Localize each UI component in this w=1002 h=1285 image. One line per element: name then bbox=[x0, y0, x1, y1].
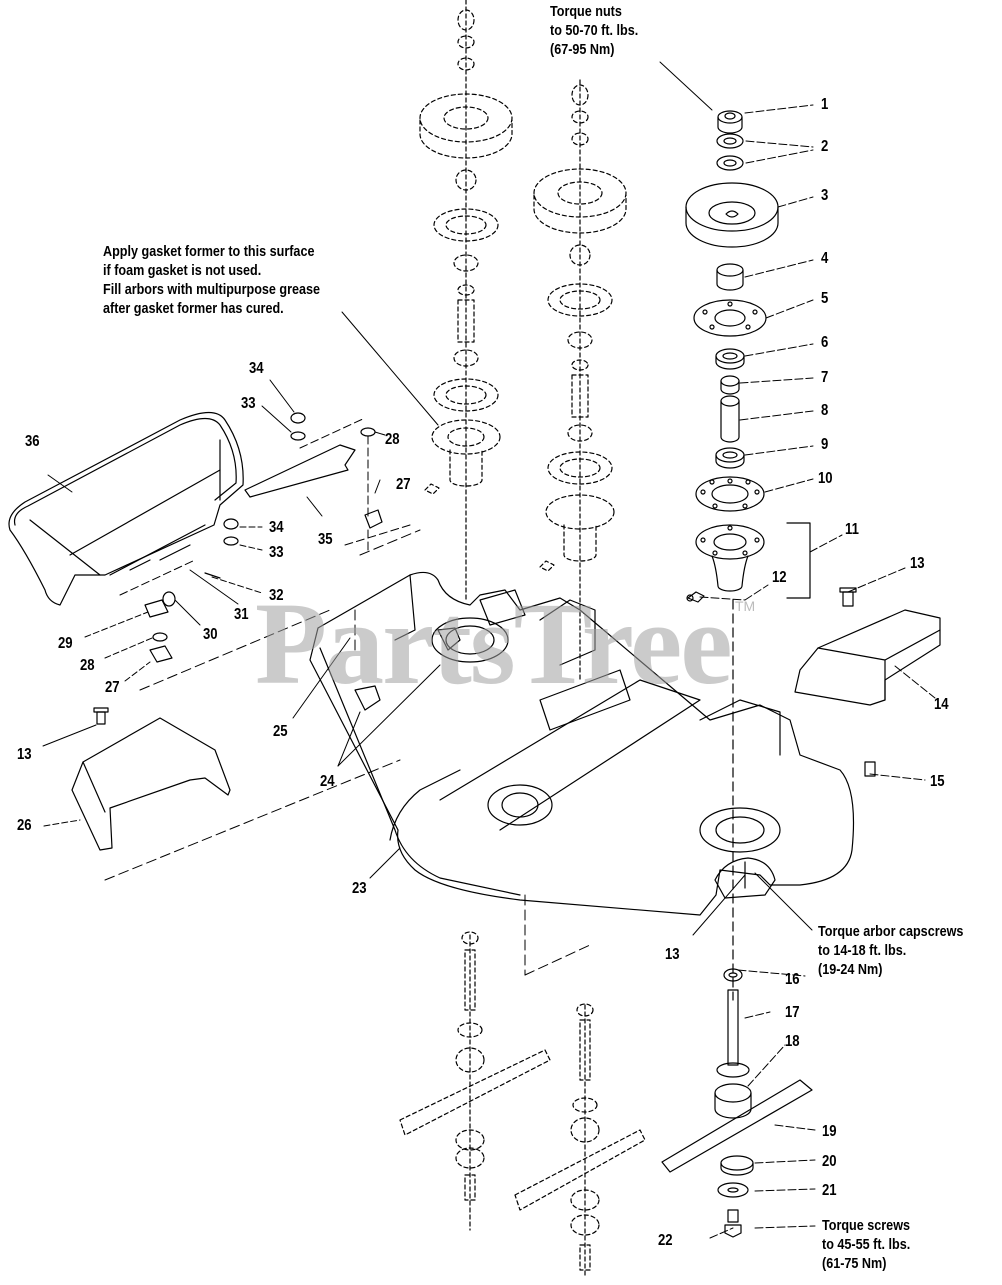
callout-30: 30 bbox=[203, 626, 218, 643]
callout-13-right: 13 bbox=[910, 555, 925, 572]
deck-dashed-guides bbox=[105, 530, 590, 975]
part-3-pulley bbox=[686, 183, 778, 247]
callout-leaders-left bbox=[43, 312, 440, 878]
part-4-spacer bbox=[717, 264, 743, 290]
callout-24: 24 bbox=[320, 773, 335, 790]
part-26-cover bbox=[72, 708, 230, 850]
callout-23: 23 bbox=[352, 880, 367, 897]
part-14-deflector bbox=[795, 610, 940, 705]
callout-9: 9 bbox=[821, 436, 829, 453]
callout-25: 25 bbox=[273, 723, 288, 740]
callout-35: 35 bbox=[318, 531, 333, 548]
callout-16: 16 bbox=[785, 971, 800, 988]
part-6-bearing bbox=[716, 349, 744, 369]
part-36-chute-deflector bbox=[9, 413, 243, 606]
lower-right-blade-assembly bbox=[662, 969, 812, 1237]
callout-13-left: 13 bbox=[17, 746, 32, 763]
part-12-grease-fitting bbox=[687, 592, 704, 602]
callout-19: 19 bbox=[822, 1123, 837, 1140]
callout-5: 5 bbox=[821, 290, 829, 307]
callout-31: 31 bbox=[234, 606, 249, 623]
callout-1: 1 bbox=[821, 96, 829, 113]
note-gasket-former: Apply gasket former to this surface if f… bbox=[103, 243, 321, 317]
callout-17: 17 bbox=[785, 1004, 800, 1021]
arbor-capscrews-leader bbox=[755, 873, 812, 930]
lower-blades-ghost bbox=[400, 932, 645, 1275]
callout-21: 21 bbox=[822, 1182, 837, 1199]
torque-nuts-leader bbox=[660, 62, 712, 110]
callout-14: 14 bbox=[934, 696, 949, 713]
callout-34-top: 34 bbox=[249, 360, 264, 377]
part-8-tube bbox=[721, 396, 739, 442]
part-7-spacer bbox=[721, 376, 739, 394]
callout-10: 10 bbox=[818, 470, 833, 487]
center-spindle-assembly-ghost bbox=[420, 0, 626, 680]
note-arbor-capscrews: Torque arbor capscrews to 14-18 ft. lbs.… bbox=[818, 923, 964, 978]
part-15-clip bbox=[865, 762, 875, 776]
callout-11: 11 bbox=[845, 521, 859, 538]
hinge-dashed-guides bbox=[120, 418, 410, 595]
part-13-bolt-right bbox=[840, 588, 856, 606]
part-5-flange bbox=[694, 300, 766, 336]
note-torque-nuts: Torque nuts to 50-70 ft. lbs. (67-95 Nm) bbox=[550, 3, 639, 58]
callout-36: 36 bbox=[25, 433, 40, 450]
callout-34-mid: 34 bbox=[269, 519, 284, 536]
callout-13-bottom: 13 bbox=[665, 946, 680, 963]
trademark-mark: TM bbox=[735, 598, 756, 614]
callout-4: 4 bbox=[821, 250, 829, 267]
hinge-hardware bbox=[145, 413, 382, 662]
callout-33-top: 33 bbox=[241, 395, 256, 412]
callout-32: 32 bbox=[269, 587, 284, 604]
callout-7: 7 bbox=[821, 369, 829, 386]
callout-20: 20 bbox=[822, 1153, 837, 1170]
callout-6: 6 bbox=[821, 334, 829, 351]
callout-33-mid: 33 bbox=[269, 544, 284, 561]
callout-3: 3 bbox=[821, 187, 829, 204]
part-23-deck bbox=[310, 572, 854, 915]
part-9-bearing bbox=[716, 448, 744, 468]
callout-8: 8 bbox=[821, 402, 829, 419]
right-spindle-assembly bbox=[686, 111, 810, 1000]
callout-26: 26 bbox=[17, 817, 32, 834]
callout-18: 18 bbox=[785, 1033, 800, 1050]
callout-12: 12 bbox=[772, 569, 787, 586]
callout-leaders-right bbox=[700, 105, 935, 1238]
callout-22: 22 bbox=[658, 1232, 673, 1249]
callout-28-left: 28 bbox=[80, 657, 95, 674]
note-torque-screws: Torque screws to 45-55 ft. lbs. (61-75 N… bbox=[822, 1217, 911, 1272]
callout-27-left: 27 bbox=[105, 679, 120, 696]
callout-27-right: 27 bbox=[396, 476, 411, 493]
part-10-gasket bbox=[696, 477, 764, 511]
callout-2: 2 bbox=[821, 138, 829, 155]
part-11-housing bbox=[696, 525, 764, 591]
part-1-nut bbox=[718, 111, 742, 133]
callout-29: 29 bbox=[58, 635, 73, 652]
part-2-washers bbox=[717, 134, 743, 170]
callout-28-right: 28 bbox=[385, 431, 400, 448]
callout-15: 15 bbox=[930, 773, 945, 790]
